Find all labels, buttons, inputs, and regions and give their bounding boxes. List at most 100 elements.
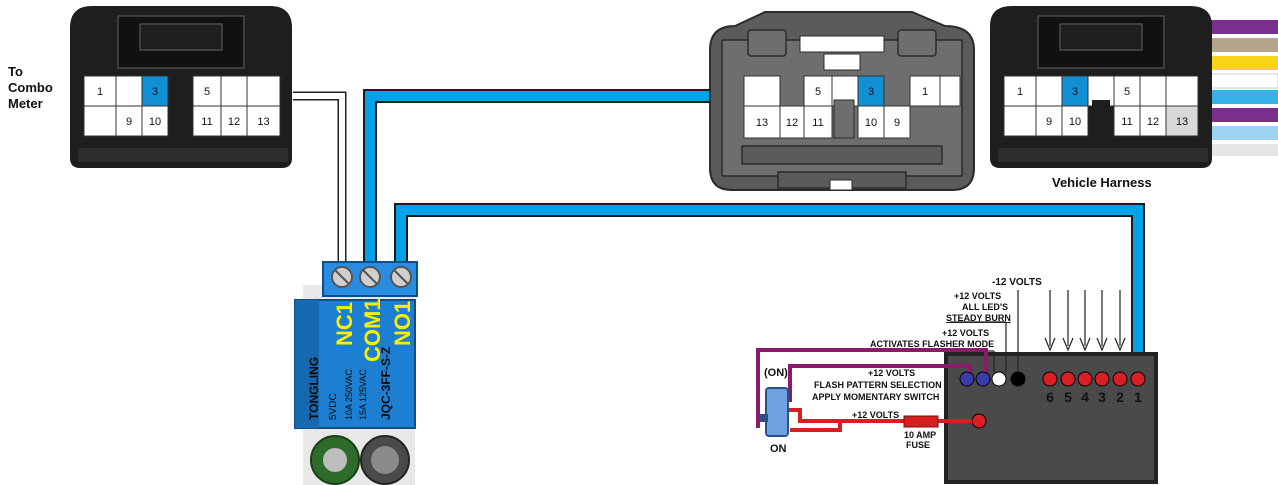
output-label-6: 6 [1046,389,1054,405]
combo-meter-label-2: Combo [8,80,53,95]
left-pin-top-0 [83,75,117,107]
middle-pin-top-4 [909,75,941,107]
right-pin-bottom-0 [1035,105,1063,137]
output-label-2: 2 [1116,389,1124,405]
output-label-1: 1 [1134,389,1142,405]
annot-minus12: -12 VOLTS [992,277,1042,288]
right-pin-top-2 [1113,75,1141,107]
output-led-5 [1060,371,1076,387]
annot-flasher-1: +12 VOLTS [942,328,989,338]
output-input-arrow-5 [1062,290,1074,352]
middle-pin-bottom-0 [743,105,781,139]
right-pin-bottom-blank [1003,105,1037,137]
middle-pin-top-1 [803,75,833,107]
annot-fuse-2: FUSE [906,440,930,450]
middle-pin-top-3 [857,75,885,107]
output-led-6 [1042,371,1058,387]
flasher-controller [944,290,1158,484]
output-label-3: 3 [1098,389,1106,405]
relay-model: JQC-3FF-S-Z [379,347,393,420]
output-input-arrow-3 [1096,290,1108,352]
right-pin-top-1-label: 3 [1072,86,1078,98]
output-led-2 [1112,371,1128,387]
output-label-5: 5 [1064,389,1072,405]
combo-meter-label-1: To [8,64,23,79]
right-pin-top-2-label: 5 [1124,86,1130,98]
led-input-white [991,371,1007,387]
right-pin-top-blank-3 [1165,75,1199,107]
left-pin-top-2-label: 3 [152,86,158,98]
relay-terminal-com1: COM1 [360,298,385,362]
right-connector-key [1092,100,1110,136]
momentary-switch [760,387,789,437]
middle-connector-key [833,99,855,139]
middle-pin-bottom-2-label: 11 [812,117,823,129]
relay-terminal-nc1: NC1 [332,302,357,346]
left-connector-key [172,100,190,136]
output-input-arrow-2 [1114,290,1126,352]
middle-pin-bottom-1-label: 12 [786,117,798,129]
right-pin-top-blank-0 [1035,75,1063,107]
middle-pin-bottom-4-label: 9 [894,117,900,129]
right-pin-bottom-0-label: 9 [1046,116,1052,128]
left-pin-bottom-4-label: 12 [228,116,240,128]
right-pin-bottom-1-label: 10 [1069,116,1081,128]
left-pin-top-3-label: 5 [204,86,210,98]
wire-nc1 [293,91,347,262]
relay-module: TONGLING 5VDC 10A 250VAC 15A 125VAC JQC-… [294,261,418,485]
right-pin-top-0-label: 1 [1017,86,1023,98]
right-pin-bottom-4 [1165,105,1199,137]
annot-steady-2: ALL LED'S [962,302,1008,312]
relay-coil: 5VDC [328,393,339,420]
annot-pattern-3: APPLY MOMENTARY SWITCH [812,392,939,402]
left-pin-bottom-5-label: 13 [257,116,269,128]
wire-com1 [363,89,712,262]
left-pin-top-1 [115,75,143,107]
middle-pin-bottom-2 [803,105,833,139]
left-pin-bottom-0 [83,105,117,137]
middle-pin-top-5 [939,75,961,107]
relay-terminal-no1: NO1 [390,301,415,346]
led-ground [1010,371,1026,387]
relay-brand: TONGLING [307,357,321,420]
output-input-arrow-6 [1044,290,1056,352]
annot-steady-1: +12 VOLTS [954,291,1001,301]
annot-pattern-2: FLASH PATTERN SELECTION [814,380,942,390]
terminal-screw-com1 [359,266,381,288]
right-pin-bottom-3 [1139,105,1167,137]
right-pin-bottom-1 [1061,105,1089,137]
output-input-arrow-4 [1079,290,1091,352]
left-pin-top-5 [246,75,281,107]
relay-rating-125: 15A 125VAC [358,369,368,420]
left-pin-top-0-label: 1 [97,86,103,98]
right-pin-top-1 [1061,75,1089,107]
middle-pin-bottom-0-label: 13 [756,117,768,129]
output-led-3 [1094,371,1110,387]
relay-rating-250: 10A 250VAC [344,369,354,420]
right-pin-bottom-4-label: 13 [1176,116,1188,128]
annot-flasher-2: ACTIVATES FLASHER MODE [870,339,994,349]
output-led-1 [1130,371,1146,387]
led-input-blue-1 [959,371,975,387]
led-fuse-input [971,413,987,429]
combo-meter-label-3: Meter [8,96,43,111]
left-pin-bottom-2-label: 10 [149,116,161,128]
output-label-4: 4 [1081,389,1089,405]
right-pin-top-blank-2 [1139,75,1167,107]
annot-pattern-1: +12 VOLTS [868,368,915,378]
annot-fuse-volts: +12 VOLTS [852,410,899,420]
switch-label-bottom: ON [770,443,787,455]
harness-wire-stubs [1209,20,1278,156]
middle-pin-bottom-4 [883,105,911,139]
terminal-screw-no1 [390,266,412,288]
terminal-screw-nc1 [331,266,353,288]
middle-pin-top-4-label: 1 [922,86,928,98]
right-pin-bottom-3-label: 12 [1147,116,1159,128]
left-pin-bottom-1-label: 9 [126,116,132,128]
left-pin-bottom-2 [141,105,169,137]
middle-pin-top-0 [743,75,781,107]
middle-pin-top-1-label: 5 [815,86,821,98]
